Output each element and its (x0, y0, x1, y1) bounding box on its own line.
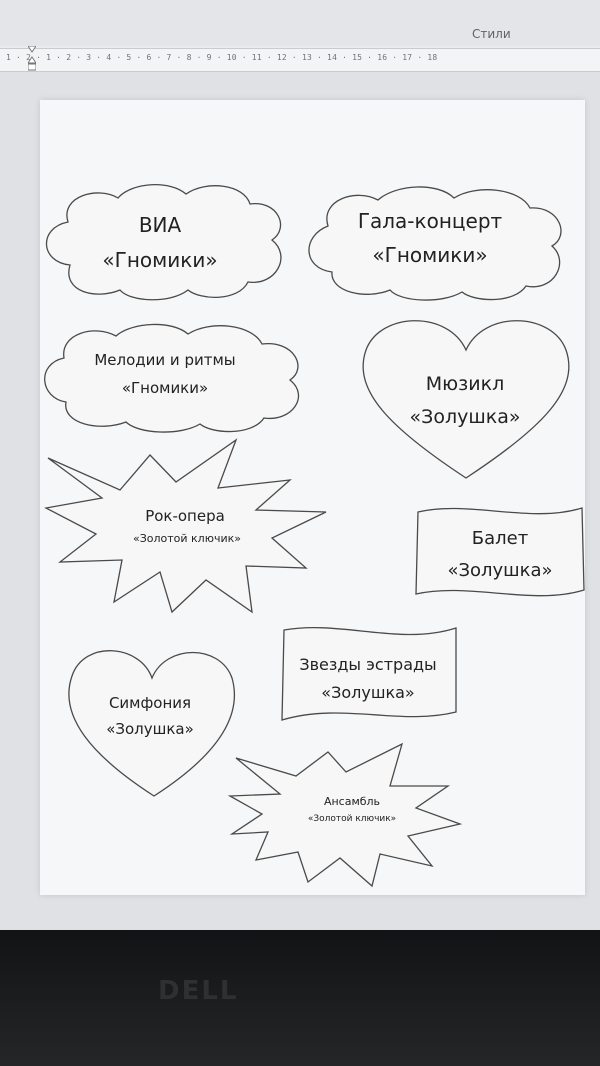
shape-cloud-melodii[interactable]: Мелодии и ритмы «Гномики» (44, 323, 300, 433)
heart-simfoniya-line1: Симфония (109, 694, 191, 712)
explosion-ansambl-line1: Ансамбль (324, 795, 380, 808)
wave-balet-line2: «Золушка» (447, 560, 552, 581)
styles-label[interactable]: Стили (472, 27, 511, 41)
explosion-rok-opera-line1: Рок-опера (145, 507, 225, 525)
cloud-via-line1: ВИА (139, 213, 182, 237)
ruler-numbers: 1 · 2 · 1 · 2 · 3 · 4 · 5 · 6 · 7 · 8 · … (6, 53, 438, 62)
shape-wave-balet[interactable]: Балет «Золушка» (415, 507, 585, 597)
shape-heart-myuzikl[interactable]: Мюзикл «Золушка» (362, 320, 570, 479)
ribbon-bar: Стили (0, 0, 600, 46)
heart-myuzikl-line1: Мюзикл (426, 373, 504, 395)
explosion-rok-opera-line2: «Золотой ключик» (133, 532, 241, 545)
cloud-melodii-line2: «Гномики» (122, 379, 208, 397)
shapes-layer: ВИА «Гномики» Гала-концерт «Гномики» Мел… (44, 183, 585, 888)
wave-balet-line1: Балет (472, 528, 528, 549)
horizontal-ruler[interactable]: 1 · 2 · 1 · 2 · 3 · 4 · 5 · 6 · 7 · 8 · … (0, 48, 600, 72)
heart-myuzikl-line2: «Золушка» (410, 406, 521, 428)
heart-simfoniya-line2: «Золушка» (106, 720, 194, 738)
cloud-melodii-line1: Мелодии и ритмы (94, 351, 235, 369)
indent-marker-icon[interactable] (28, 46, 36, 72)
shape-explosion-ansambl[interactable]: Ансамбль «Золотой ключик» (227, 742, 463, 888)
shape-cloud-gala[interactable]: Гала-концерт «Гномики» (308, 186, 562, 301)
wave-zvezdy-line2: «Золушка» (321, 683, 414, 702)
cloud-gala-line2: «Гномики» (372, 243, 487, 267)
shape-wave-zvezdy[interactable]: Звезды эстрады «Золушка» (281, 627, 457, 721)
shape-explosion-rok-opera[interactable]: Рок-опера «Золотой ключик» (44, 438, 327, 614)
monitor-bezel (0, 930, 600, 1066)
explosion-ansambl-line2: «Золотой ключик» (308, 814, 396, 824)
cloud-gala-line1: Гала-концерт (358, 209, 503, 233)
shape-cloud-via[interactable]: ВИА «Гномики» (45, 183, 282, 301)
shape-heart-simfoniya[interactable]: Симфония «Золушка» (68, 650, 236, 797)
monitor-brand-logo: DELL (158, 976, 239, 1006)
wave-zvezdy-line1: Звезды эстрады (299, 655, 436, 674)
screen: Стили 1 · 2 · 1 · 2 · 3 · 4 · 5 · 6 · 7 … (0, 0, 600, 930)
cloud-via-line2: «Гномики» (102, 248, 217, 272)
